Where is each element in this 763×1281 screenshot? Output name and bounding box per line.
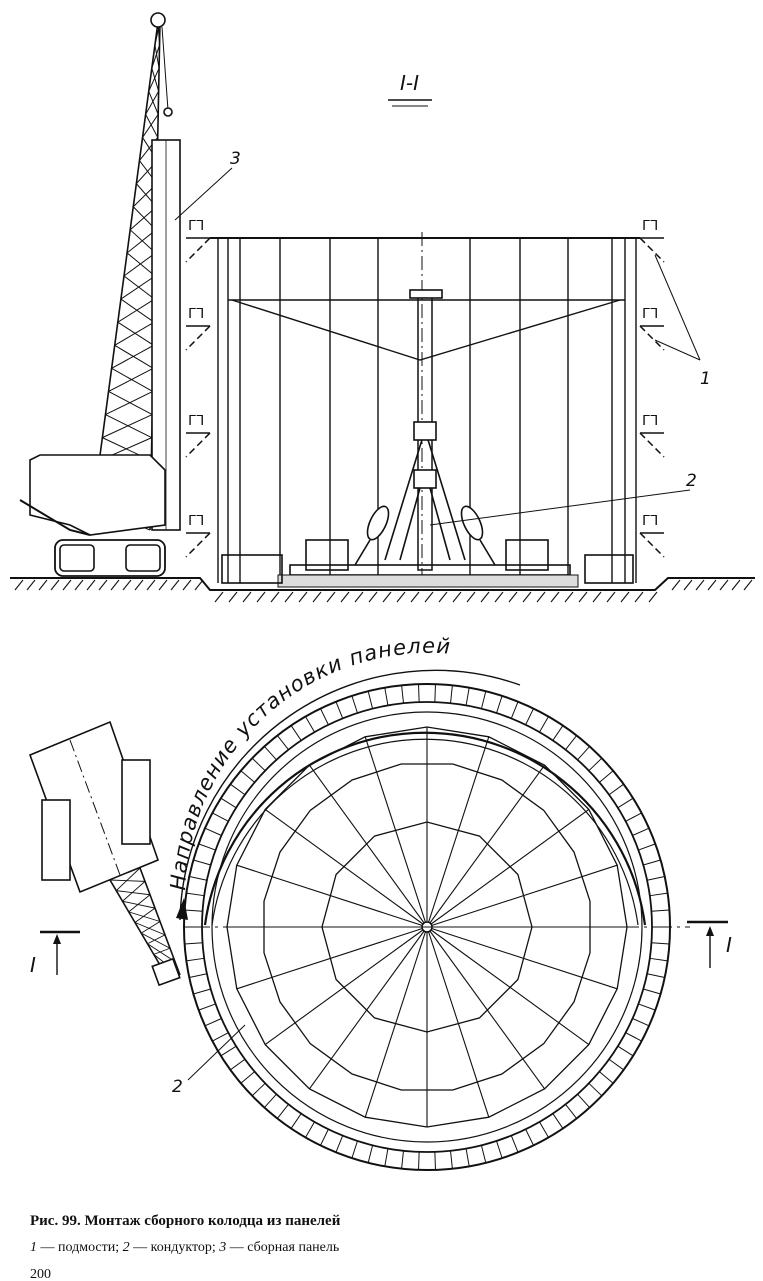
section-cut-right: I <box>687 920 732 968</box>
scaffold-bracket: ᒥᒣ <box>188 513 204 529</box>
callout-1: 1 <box>700 369 711 389</box>
legend-text-2: — кондуктор; <box>129 1240 220 1255</box>
callout-3: 3 <box>230 149 241 169</box>
section-mark: I-I <box>400 71 419 95</box>
crawler-crane: 3 <box>19 12 241 577</box>
crane-plan <box>28 720 181 987</box>
figure-caption: Рис. 99. Монтаж сборного колодца из пане… <box>30 1213 341 1229</box>
well-wall-panels <box>210 237 640 583</box>
cut-label-left: I <box>30 953 36 977</box>
scaffold-bracket: ᒥᒣ <box>188 306 204 322</box>
scaffold-bracket: ᒥᒣ <box>642 413 658 429</box>
installation-direction: Направление установки панелей <box>166 634 521 921</box>
scaffold-bracket: ᒥᒣ <box>642 306 658 322</box>
plan-callout-2: 2 <box>172 1077 183 1097</box>
callout-2: 2 <box>686 471 697 491</box>
legend-num-1: 1 <box>30 1240 37 1255</box>
scaffold-bracket: ᒥᒣ <box>642 218 658 234</box>
scaffold-bracket: ᒥᒣ <box>188 218 204 234</box>
plan-view: Направление установки панелей <box>28 634 732 1171</box>
legend-text-3: — сборная панель <box>226 1240 340 1255</box>
legend-num-3: 3 <box>219 1240 227 1255</box>
scaffold-bracket: ᒥᒣ <box>188 413 204 429</box>
figure-legend: 1 — подмости; 2 — кондуктор; 3 — сборная… <box>30 1240 339 1256</box>
scaffold: ᒥᒣ ᒥᒣ ᒥᒣ ᒥᒣ ᒥᒣ ᒥᒣ ᒥᒣ ᒥᒣ <box>185 218 665 558</box>
callout-leaders: 1 2 <box>429 254 711 526</box>
page-number: 200 <box>30 1267 51 1281</box>
scaffold-bracket: ᒥᒣ <box>642 513 658 529</box>
legend-text-1: — подмости; <box>37 1240 123 1255</box>
section-elevation: I-I ᒥᒣ ᒥᒣ ᒥᒣ ᒥᒣ ᒥᒣ ᒥᒣ ᒥᒣ ᒥᒣ <box>10 12 755 603</box>
section-cut-left: I <box>30 930 80 977</box>
legend-num-2: 2 <box>122 1240 130 1255</box>
jig-conductor <box>221 232 634 588</box>
ground-line <box>10 577 755 603</box>
cut-label-right: I <box>726 933 732 957</box>
